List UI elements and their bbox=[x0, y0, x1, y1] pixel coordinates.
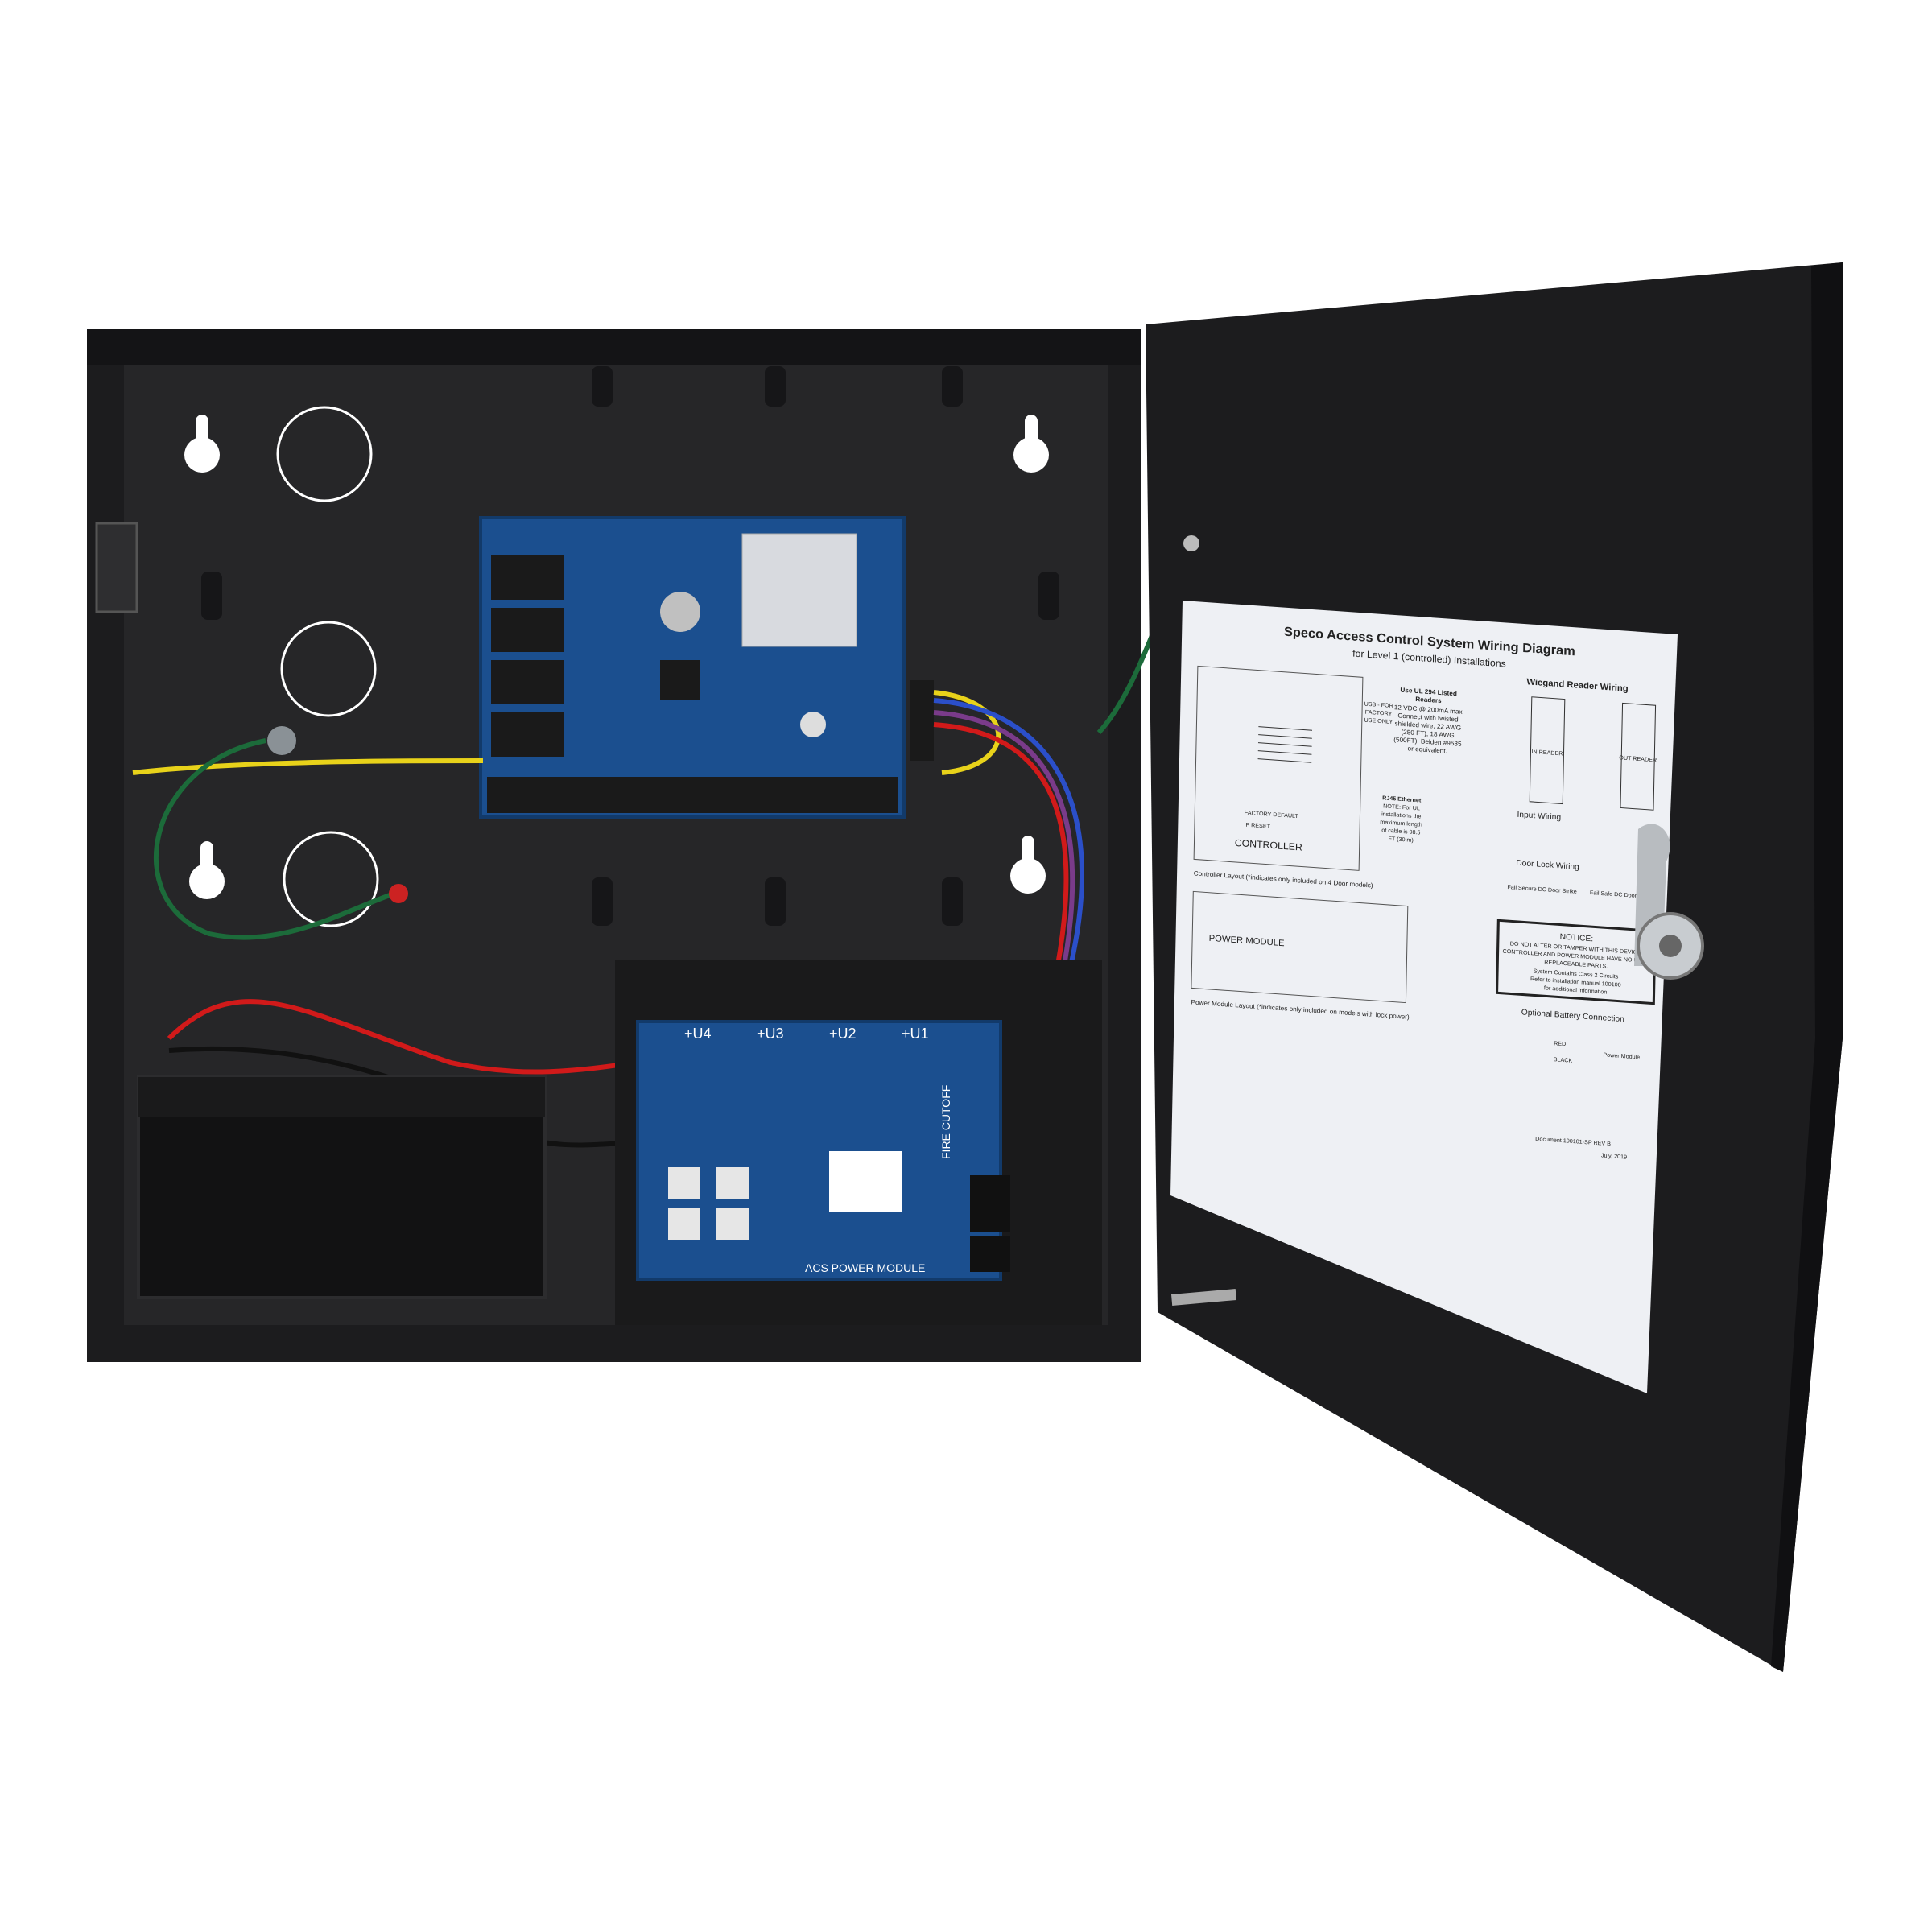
door-edge bbox=[1771, 262, 1843, 1672]
controller-board bbox=[479, 516, 934, 819]
keyhole-mounts bbox=[184, 415, 1049, 899]
svg-text:RJ45 Ethernet: RJ45 Ethernet bbox=[1382, 795, 1422, 803]
svg-text:of cable is 98.5: of cable is 98.5 bbox=[1381, 827, 1420, 836]
door-ground-stud bbox=[1183, 535, 1199, 551]
tamper-switch bbox=[95, 522, 138, 613]
ground-terminal bbox=[389, 884, 408, 903]
wiring-diagram-sheet bbox=[1170, 601, 1678, 1393]
ip-reset-label: IP RESET bbox=[1244, 822, 1270, 830]
coin-battery bbox=[660, 592, 700, 632]
svg-text:NOTICE:: NOTICE: bbox=[1560, 933, 1594, 944]
svg-text:(250 FT), 18 AWG: (250 FT), 18 AWG bbox=[1401, 729, 1454, 739]
svg-text:installations the: installations the bbox=[1381, 811, 1422, 819]
svg-text:NOTE: For UL: NOTE: For UL bbox=[1383, 803, 1420, 811]
document-date: July, 2019 bbox=[1601, 1152, 1627, 1160]
controller-drawing bbox=[1193, 665, 1364, 871]
svg-text:USB - FOR: USB - FOR bbox=[1364, 701, 1393, 709]
svg-text:FT (30 m): FT (30 m) bbox=[1388, 836, 1413, 844]
door-hinge-pin bbox=[1171, 1289, 1236, 1306]
out-reader-label: OUT READER bbox=[1619, 754, 1657, 763]
svg-text:or equivalent.: or equivalent. bbox=[1408, 745, 1447, 754]
power-module-board: +U4 +U3 +U2 +U1 ACS POWER MODULE FIRE CU… bbox=[636, 1020, 1010, 1281]
svg-text:USE ONLY: USE ONLY bbox=[1364, 717, 1393, 725]
battery-red-label: RED bbox=[1554, 1040, 1566, 1047]
power-output-label: +U4 bbox=[684, 1026, 712, 1042]
door-lock-wiring-heading: Door Lock Wiring bbox=[1516, 859, 1579, 872]
svg-text:maximum length: maximum length bbox=[1380, 819, 1422, 828]
battery-black-label: BLACK bbox=[1554, 1056, 1573, 1064]
heatsink bbox=[741, 533, 857, 647]
battery-power-module-label: Power Module bbox=[1603, 1051, 1640, 1060]
controller-label: CONTROLLER bbox=[1235, 837, 1302, 853]
mounting-slots bbox=[201, 366, 1059, 926]
power-output-label: +U2 bbox=[829, 1026, 857, 1042]
fire-cutoff-label: FIRE CUTOFF bbox=[939, 1085, 952, 1159]
battery-top bbox=[138, 1077, 545, 1117]
power-output-label: +U1 bbox=[902, 1026, 929, 1042]
cam-lock[interactable] bbox=[1634, 824, 1704, 980]
power-output-label: +U3 bbox=[757, 1026, 784, 1042]
in-reader-label: IN READER bbox=[1531, 749, 1563, 758]
wire-nut bbox=[267, 726, 296, 755]
enclosure-top-lip bbox=[87, 329, 1141, 365]
power-module-drawing bbox=[1191, 890, 1409, 1004]
input-wiring-heading: Input Wiring bbox=[1517, 811, 1561, 823]
power-board-label: ACS POWER MODULE bbox=[805, 1261, 925, 1274]
svg-text:Readers: Readers bbox=[1415, 696, 1442, 704]
knockout-circles bbox=[276, 406, 379, 927]
svg-text:FACTORY: FACTORY bbox=[1365, 709, 1393, 717]
